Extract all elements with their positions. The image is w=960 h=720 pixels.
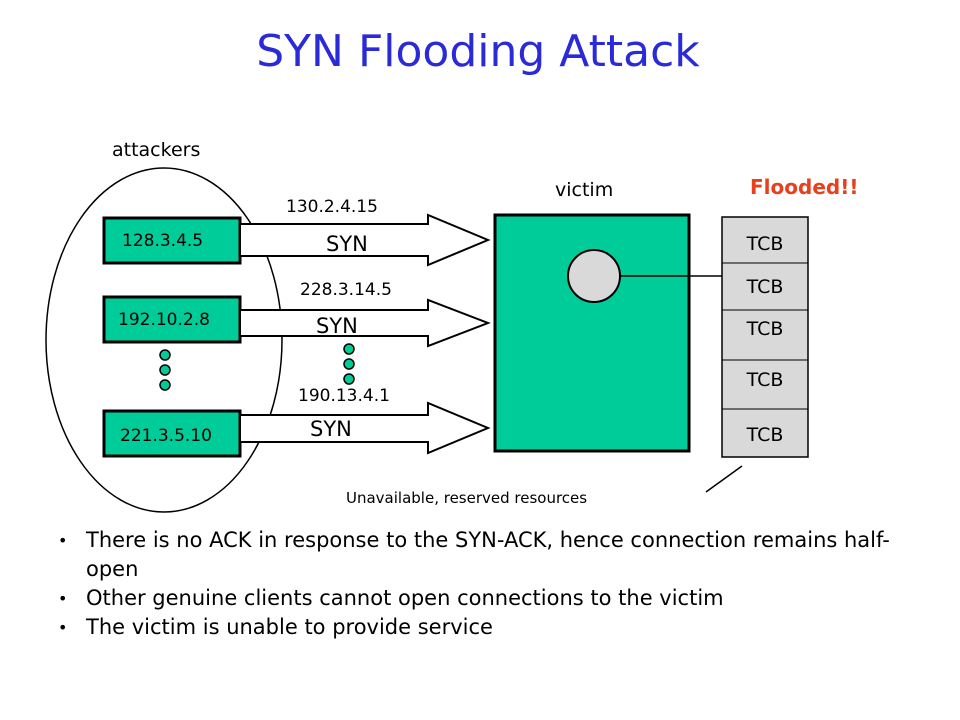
attackers-ellipsis-dots [159, 349, 171, 391]
tcb-entry-1: TCB [746, 233, 784, 255]
victim-label: victim [555, 179, 613, 201]
attacker-node-1 [102, 216, 242, 265]
slide-title: SYN Flooding Attack [256, 26, 700, 77]
bullet-item-3: The victim is unable to provide service [52, 613, 932, 642]
flooded-label: Flooded!! [750, 175, 858, 199]
victim-socket [567, 249, 621, 303]
tcb-stack-box [721, 216, 809, 458]
bullet-item-2: Other genuine clients cannot open connec… [52, 584, 932, 613]
syn-label-1: SYN [326, 232, 368, 256]
syn-label-2: SYN [316, 314, 358, 338]
spoofed-ip-3: 190.13.4.1 [298, 386, 390, 406]
spoofed-ip-1: 130.2.4.15 [286, 197, 378, 217]
syn-arrow-3 [239, 401, 491, 455]
attacker-ip-3: 221.3.5.10 [120, 426, 212, 446]
tcb-stack: TCB TCB TCB TCB TCB [721, 216, 809, 458]
attacker-ip-2: 192.10.2.8 [118, 310, 210, 330]
attackers-label: attackers [112, 139, 200, 161]
syn-ellipsis-dots [343, 343, 355, 385]
spoofed-ip-2: 228.3.14.5 [300, 280, 392, 300]
tcb-entry-3: TCB [746, 318, 784, 340]
reserved-resources-pointer [705, 465, 743, 493]
syn-label-3: SYN [310, 417, 352, 441]
attackers-ellipse [45, 167, 283, 513]
attacker-node-2 [102, 295, 242, 344]
bullet-item-1: There is no ACK in response to the SYN-A… [52, 526, 932, 584]
tcb-entry-2: TCB [746, 276, 784, 298]
syn-arrow-1 [239, 213, 491, 267]
reserved-resources-note: Unavailable, reserved resources [346, 489, 587, 507]
tcb-entry-5: TCB [746, 424, 784, 446]
bullet-list: There is no ACK in response to the SYN-A… [52, 526, 932, 642]
tcb-entry-4: TCB [746, 369, 784, 391]
attacker-ip-1: 128.3.4.5 [122, 231, 203, 251]
syn-arrow-2 [239, 298, 491, 348]
